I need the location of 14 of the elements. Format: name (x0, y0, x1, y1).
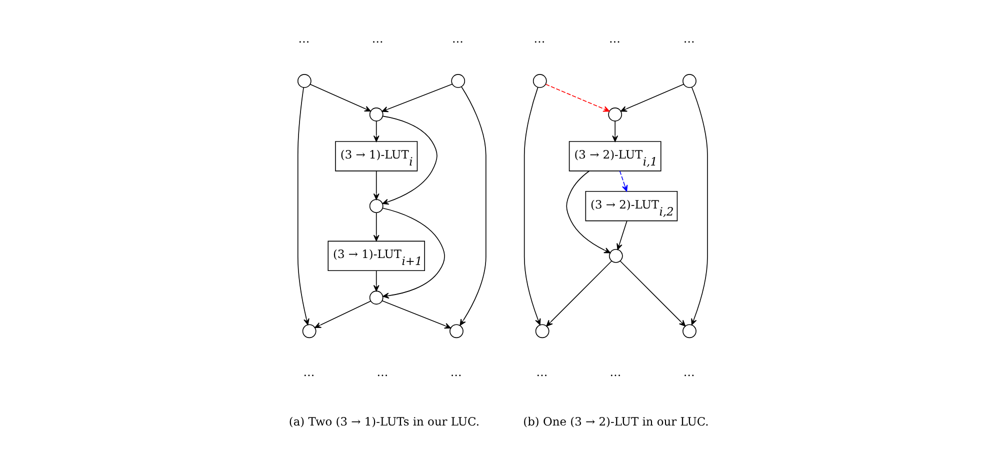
label: … (376, 364, 388, 379)
label: … (450, 364, 462, 379)
label: … (683, 31, 695, 46)
label: … (303, 364, 315, 379)
label: … (536, 364, 548, 379)
label: … (372, 31, 384, 46)
label: … (610, 364, 622, 379)
label: … (683, 364, 695, 379)
label: (a) Two (3 → 1)-LUTs in our LUC. (288, 414, 480, 429)
label: (b) One (3 → 2)-LUT in our LUC. (523, 414, 709, 429)
label: … (534, 31, 546, 46)
label: … (298, 31, 310, 46)
label: … (608, 31, 620, 46)
label: … (452, 31, 464, 46)
